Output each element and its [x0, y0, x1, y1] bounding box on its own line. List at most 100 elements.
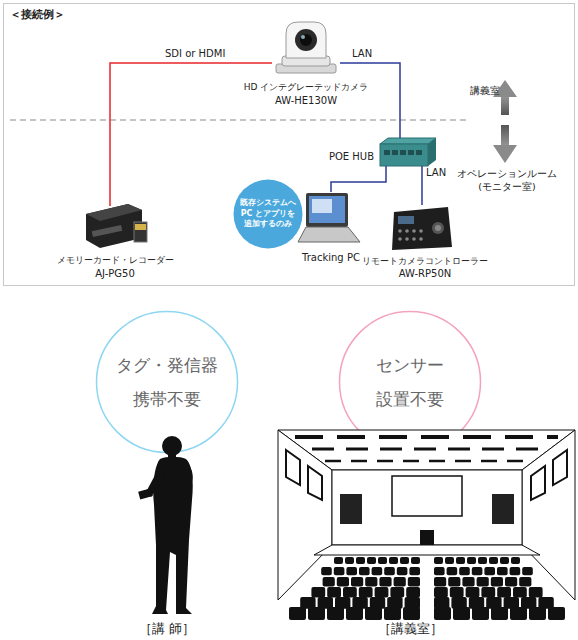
arrow-shaft [501, 95, 509, 115]
joystick [432, 222, 444, 234]
room-label: 講義室 [470, 84, 500, 98]
picture-caption: ［講義室］ [378, 620, 443, 638]
seat [469, 597, 484, 609]
seat [510, 567, 521, 575]
button [405, 229, 409, 233]
seat [453, 607, 470, 620]
paper [138, 488, 153, 499]
seat [459, 567, 470, 575]
seat [445, 557, 454, 564]
feature-circle: センサー 設置不要 [338, 310, 482, 454]
seat [397, 567, 408, 575]
circle-shape [340, 312, 481, 453]
ceiling-lights [312, 448, 542, 451]
hub-drawing [380, 138, 436, 166]
seat [511, 557, 520, 564]
window [308, 466, 322, 500]
right-wall [522, 430, 575, 600]
node-label: HD インテグレーテッドカメラ [244, 82, 369, 93]
circle-outline [338, 310, 482, 454]
seat [434, 597, 449, 609]
seat [378, 557, 387, 564]
left-wall [278, 430, 332, 600]
seat [466, 587, 480, 598]
seat [462, 577, 474, 586]
feature-circle: タグ・発信器 携帯不要 [95, 310, 239, 454]
seat [327, 607, 344, 620]
seat [548, 607, 565, 620]
lecture-hall [278, 430, 575, 620]
seat [491, 607, 508, 620]
seat [394, 577, 406, 586]
circle-outline [95, 310, 239, 454]
window [553, 450, 567, 485]
seat [456, 557, 465, 564]
node-label: メモリーカード・レコーダー [57, 255, 174, 266]
node-label: POE HUB [322, 151, 374, 162]
seat [500, 557, 509, 564]
controller-body [392, 207, 452, 250]
arm [180, 462, 193, 490]
edge-label: LAN [426, 167, 446, 178]
seat [400, 557, 409, 564]
seat [513, 587, 527, 598]
hub-port [392, 150, 398, 155]
seat [481, 587, 495, 598]
node-label: センサー 設置不要 [351, 348, 469, 416]
arrow-shaft [501, 125, 509, 147]
seat [478, 557, 487, 564]
model-number: AW-RP50N [399, 268, 452, 280]
seat [497, 587, 511, 598]
seat [448, 577, 460, 586]
recorder-drawing [86, 204, 147, 248]
lan-cable [340, 63, 400, 138]
seat [390, 587, 404, 598]
body [152, 457, 193, 614]
stage-floor [314, 545, 540, 555]
neck [168, 452, 176, 461]
seat [497, 567, 508, 575]
seat [370, 597, 385, 609]
seat [403, 607, 420, 620]
ceiling-lights [295, 435, 558, 439]
laptop-drawing [298, 193, 360, 242]
head [162, 436, 182, 456]
recorder-slot [92, 225, 123, 237]
camera-lens [295, 29, 317, 51]
seat [387, 597, 402, 609]
seat [405, 597, 420, 609]
seat [334, 557, 343, 564]
seat [434, 587, 448, 598]
ceiling [278, 430, 575, 470]
seat [447, 567, 458, 575]
controller-node: リモートカメラコントローラーAW-RP50N [392, 205, 452, 250]
hub-top [380, 138, 436, 144]
window [286, 450, 300, 485]
seat [409, 567, 420, 575]
circle-shape [97, 312, 238, 453]
seat [375, 587, 389, 598]
seat [489, 557, 498, 564]
edge-label: SDI or HDMI [165, 48, 225, 59]
seat [359, 587, 373, 598]
hub-port [416, 150, 422, 155]
diagram-title: ＜接続例＞ [10, 7, 65, 22]
seat [327, 587, 341, 598]
button [419, 229, 423, 233]
seat [365, 577, 377, 586]
seat [345, 557, 354, 564]
hub-node: POE HUB [378, 138, 436, 166]
seat [289, 607, 306, 620]
controller-display [398, 216, 414, 224]
seat [538, 597, 553, 609]
room-divider [10, 120, 470, 121]
seat [335, 597, 350, 609]
camera-lens [300, 34, 312, 46]
card-label [135, 224, 146, 230]
hub-port [408, 150, 414, 155]
joystick [435, 225, 441, 231]
node-label: 既存システムへ PC とアプリを 追加するのみ [237, 198, 299, 230]
seat [384, 607, 401, 620]
arrow-head [493, 145, 517, 163]
seat [472, 607, 489, 620]
